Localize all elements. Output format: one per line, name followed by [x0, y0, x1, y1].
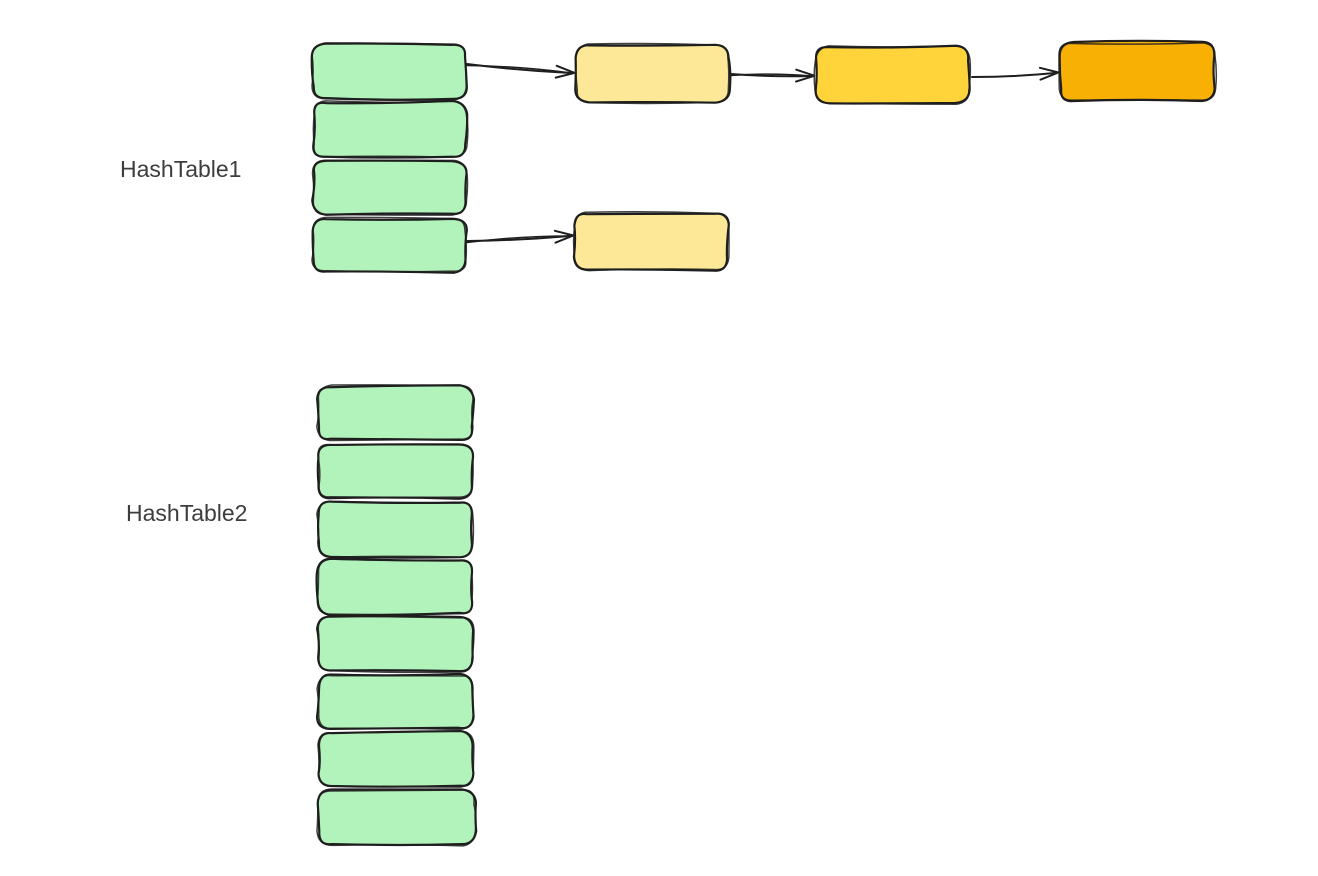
arrow-chain1-node2-to-node3	[971, 66, 1059, 81]
hashtable1-label: HashTable1	[120, 156, 241, 182]
hashtable2-bucket-8	[316, 788, 478, 847]
chain1-node-2	[813, 44, 972, 105]
chain2-node-1	[572, 210, 730, 272]
arrow-table1-bucket4-to-chain2-node1	[466, 229, 574, 244]
chain1-node-1	[574, 42, 732, 105]
hashtable2-bucket-4	[315, 557, 474, 617]
hashtable2-bucket-5	[315, 614, 475, 674]
hashtable2-bucket-6	[315, 672, 475, 731]
hashtable2-bucket-2	[316, 443, 475, 500]
hashtable1-bucket-2	[312, 99, 469, 159]
hashtable2-bucket-1	[316, 384, 476, 442]
hashtable1-bucket-4	[311, 216, 468, 274]
hashtable1-bucket-3	[311, 159, 469, 216]
hashtable2-bucket-3	[316, 500, 475, 559]
hashtable1-bucket-1	[310, 42, 468, 101]
arrow-chain1-node1-to-node2	[730, 68, 815, 83]
arrow-table1-bucket1-to-chain1-node1	[466, 63, 575, 79]
hashtable2-bucket-7	[317, 729, 475, 788]
hashtable2-label: HashTable2	[126, 500, 247, 526]
chain1-node-3	[1058, 39, 1218, 103]
